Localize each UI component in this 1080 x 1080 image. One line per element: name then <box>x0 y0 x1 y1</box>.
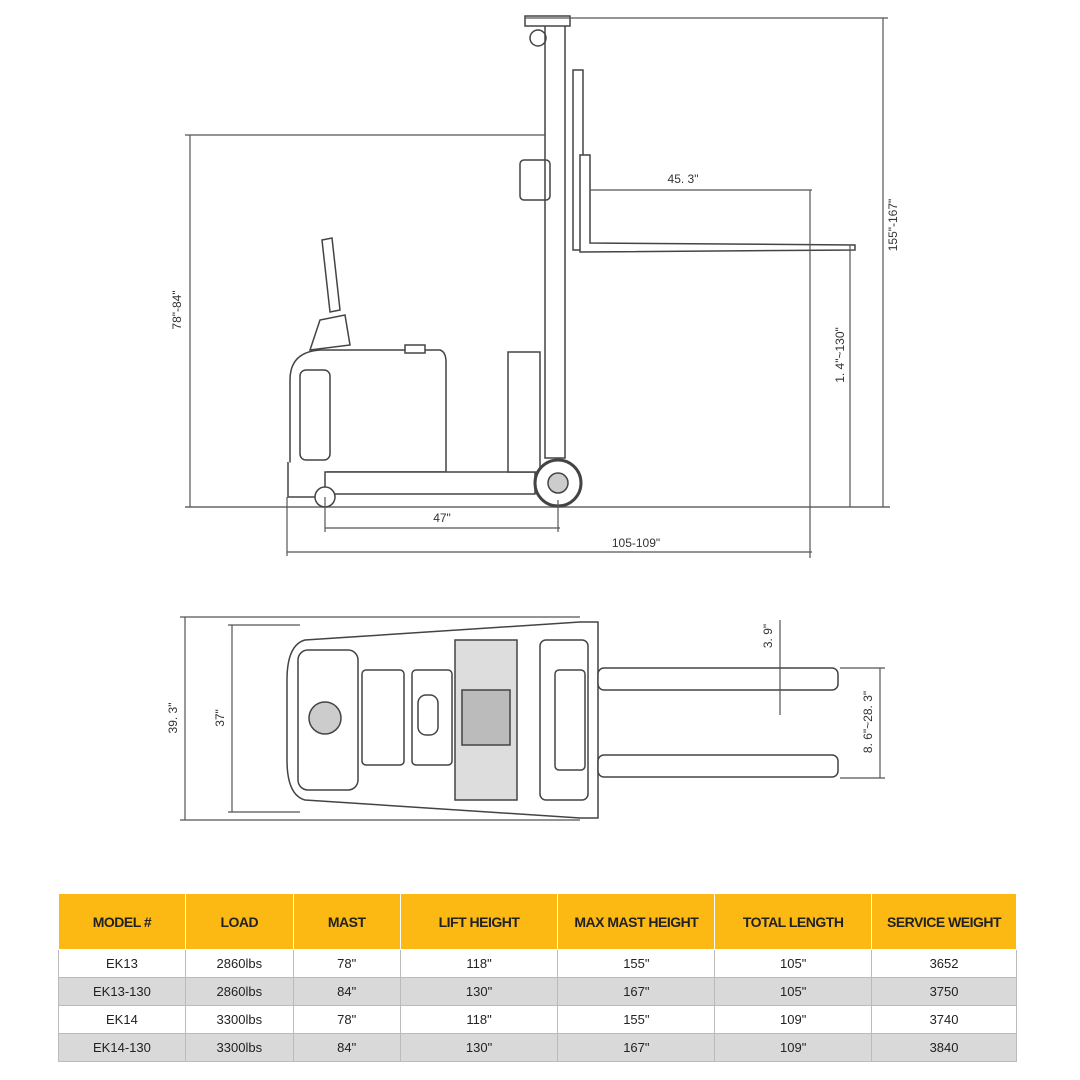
body-top <box>286 621 599 819</box>
table-cell: 3652 <box>871 949 1017 978</box>
table-cell: 2860lbs <box>184 949 294 978</box>
side-view <box>185 15 890 558</box>
fork-length-label: 45. 3" <box>668 172 699 186</box>
table-cell: 3300lbs <box>184 1005 294 1034</box>
table-cell: 130" <box>399 1033 559 1062</box>
table-cell: 167" <box>557 977 716 1006</box>
table-cell: 118" <box>399 1005 559 1034</box>
overall-width-label: 39. 3" <box>166 703 180 734</box>
side-dimension-lines <box>185 17 888 558</box>
column-header: MODEL # <box>58 893 186 950</box>
wheelbase-label: 47" <box>433 511 451 525</box>
table-cell: 2860lbs <box>184 977 294 1006</box>
inner-width-label: 37" <box>213 709 227 727</box>
column-header: LOAD <box>184 893 294 950</box>
table-cell: 155" <box>557 949 716 978</box>
top-dimension-lines <box>180 616 885 821</box>
table-cell: 105" <box>714 977 873 1006</box>
table-cell: 109" <box>714 1033 873 1062</box>
fork-top-2 <box>597 754 839 778</box>
fork-spread-label: 8. 6"~28. 3" <box>861 691 875 753</box>
mast <box>544 17 566 459</box>
steering-wheel <box>308 701 342 735</box>
fork-width-label: 3. 9" <box>761 624 775 648</box>
fork-top-1 <box>597 667 839 691</box>
table-cell: 3750 <box>871 977 1017 1006</box>
total-length-label: 105-109" <box>612 536 660 550</box>
table-cell: 78" <box>292 1005 401 1034</box>
table-cell: 3300lbs <box>184 1033 294 1062</box>
table-cell: 167" <box>557 1033 716 1062</box>
fork-side <box>579 154 856 253</box>
column-header: MAST <box>292 893 401 950</box>
column-header: LIFT HEIGHT <box>399 893 559 950</box>
table-cell: 118" <box>399 949 559 978</box>
table-cell: 105" <box>714 949 873 978</box>
mast-height-label: 78"-84" <box>170 290 184 329</box>
column-header: TOTAL LENGTH <box>714 893 873 950</box>
table-cell: 84" <box>292 1033 401 1062</box>
table-cell: 3740 <box>871 1005 1017 1034</box>
forklift-drawing: 155"-167" 78"-84" 45. 3" 1. 4"~130" 47" … <box>166 15 900 821</box>
tiller-handle <box>321 237 341 313</box>
operator-body <box>289 349 447 473</box>
table-cell: 109" <box>714 1005 873 1034</box>
overall-height-label: 155"-167" <box>886 199 900 252</box>
table-cell: EK14-130 <box>58 1033 186 1062</box>
table-cell: 155" <box>557 1005 716 1034</box>
table-cell: 3840 <box>871 1033 1017 1062</box>
table-cell: 84" <box>292 977 401 1006</box>
mast-support <box>507 351 541 473</box>
table-cell: EK13-130 <box>58 977 186 1006</box>
column-header: SERVICE WEIGHT <box>871 893 1017 950</box>
table-cell: EK14 <box>58 1005 186 1034</box>
table-cell: EK13 <box>58 949 186 978</box>
table-cell: 130" <box>399 977 559 1006</box>
lift-height-label: 1. 4"~130" <box>833 327 847 383</box>
table-cell: 78" <box>292 949 401 978</box>
column-header: MAX MAST HEIGHT <box>557 893 716 950</box>
top-view <box>180 616 885 821</box>
chassis <box>324 471 536 495</box>
mast-pulley <box>529 29 547 47</box>
